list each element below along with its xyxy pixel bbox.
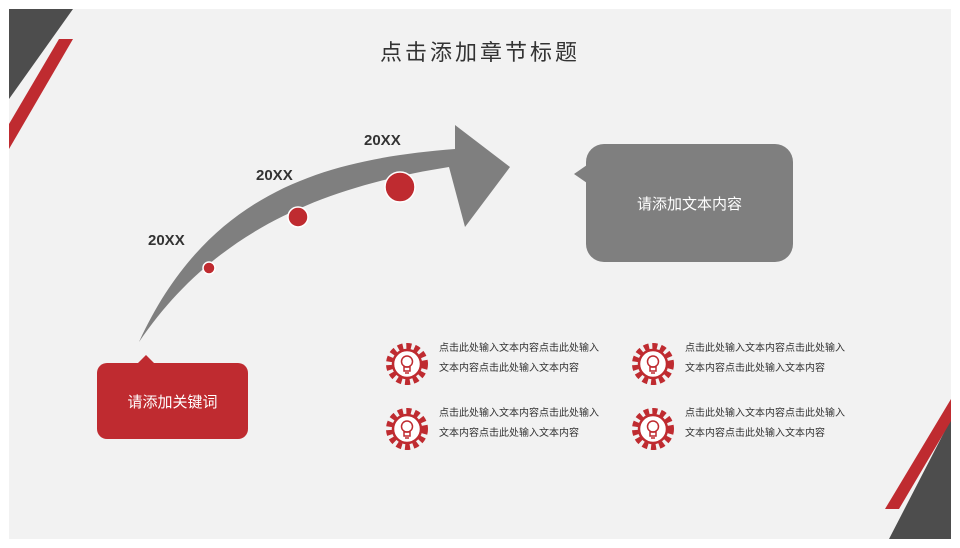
bottom-right-dark-triangle: [889, 419, 951, 539]
lightbulb-gear-icon: [632, 343, 674, 385]
milestone-dot-large: [384, 171, 416, 203]
growth-arrow: [139, 125, 510, 342]
item-text: 点击此处输入文本内容点击此处输入文本内容点击此处输入文本内容: [685, 408, 845, 439]
year-label-1: 20XX: [148, 232, 185, 249]
page-title: 点击添加章节标题: [379, 41, 580, 66]
milestone-dot-small: [202, 261, 216, 275]
content-label: 请添加文本内容: [636, 194, 742, 213]
year-label-2: 20XX: [256, 167, 293, 184]
top-left-dark-triangle: [9, 9, 73, 99]
lightbulb-gear-icon: [386, 343, 428, 385]
milestone-dot-medium: [287, 206, 309, 228]
list-item: 点击此处输入文本内容点击此处输入文本内容点击此处输入文本内容: [631, 404, 851, 454]
list-item: 点击此处输入文本内容点击此处输入文本内容点击此处输入文本内容: [385, 404, 605, 454]
keyword-label: 请添加关键词: [127, 392, 218, 411]
top-left-red-stripe: [9, 39, 73, 149]
item-text: 点击此处输入文本内容点击此处输入文本内容点击此处输入文本内容: [439, 408, 599, 439]
list-item: 点击此处输入文本内容点击此处输入文本内容点击此处输入文本内容: [631, 339, 851, 389]
lightbulb-gear-icon: [632, 408, 674, 450]
arrow-shape: [139, 125, 510, 342]
list-item: 点击此处输入文本内容点击此处输入文本内容点击此处输入文本内容: [385, 339, 605, 389]
bottom-right-red-stripe: [885, 399, 951, 509]
content-box-notch: [574, 165, 587, 183]
lightbulb-gear-icon: [386, 408, 428, 450]
content-box[interactable]: 请添加文本内容: [574, 144, 793, 262]
year-label-3: 20XX: [364, 132, 401, 149]
item-text: 点击此处输入文本内容点击此处输入文本内容点击此处输入文本内容: [685, 343, 845, 374]
keyword-box-notch: [137, 355, 155, 364]
item-text: 点击此处输入文本内容点击此处输入文本内容点击此处输入文本内容: [439, 343, 599, 374]
keyword-box[interactable]: 请添加关键词: [97, 355, 248, 439]
slide: 点击添加章节标题 20XX 20XX 20XX 请添加关键词 请添加文本内容 点…: [9, 9, 951, 539]
corner-decoration: [9, 9, 951, 539]
